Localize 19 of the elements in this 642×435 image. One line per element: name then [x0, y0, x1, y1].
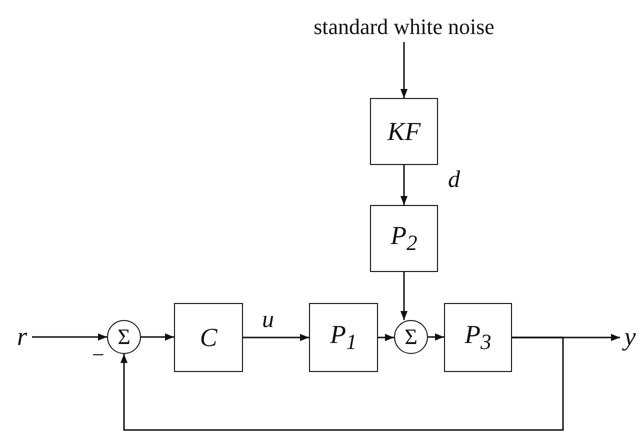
arrow: [400, 42, 408, 98]
sign-label: −: [92, 344, 104, 366]
arrow: [32, 333, 107, 341]
edge-label: u: [262, 308, 274, 332]
block: P$_{2}$: [370, 205, 438, 272]
arrow: [120, 336, 564, 431]
arrow: [243, 334, 309, 342]
arrow: [378, 334, 394, 342]
summing-junction: Σ: [394, 320, 428, 354]
block: C: [174, 303, 243, 372]
edge-label: d: [448, 168, 460, 192]
arrow: [428, 333, 444, 341]
block: P$_{1}$: [309, 303, 378, 372]
block: P$_{3}$: [444, 303, 512, 372]
summing-junction: Σ: [107, 320, 141, 354]
arrow: [141, 333, 174, 341]
arrow: [400, 272, 408, 320]
arrow: [400, 165, 408, 205]
block: KF: [370, 98, 438, 165]
